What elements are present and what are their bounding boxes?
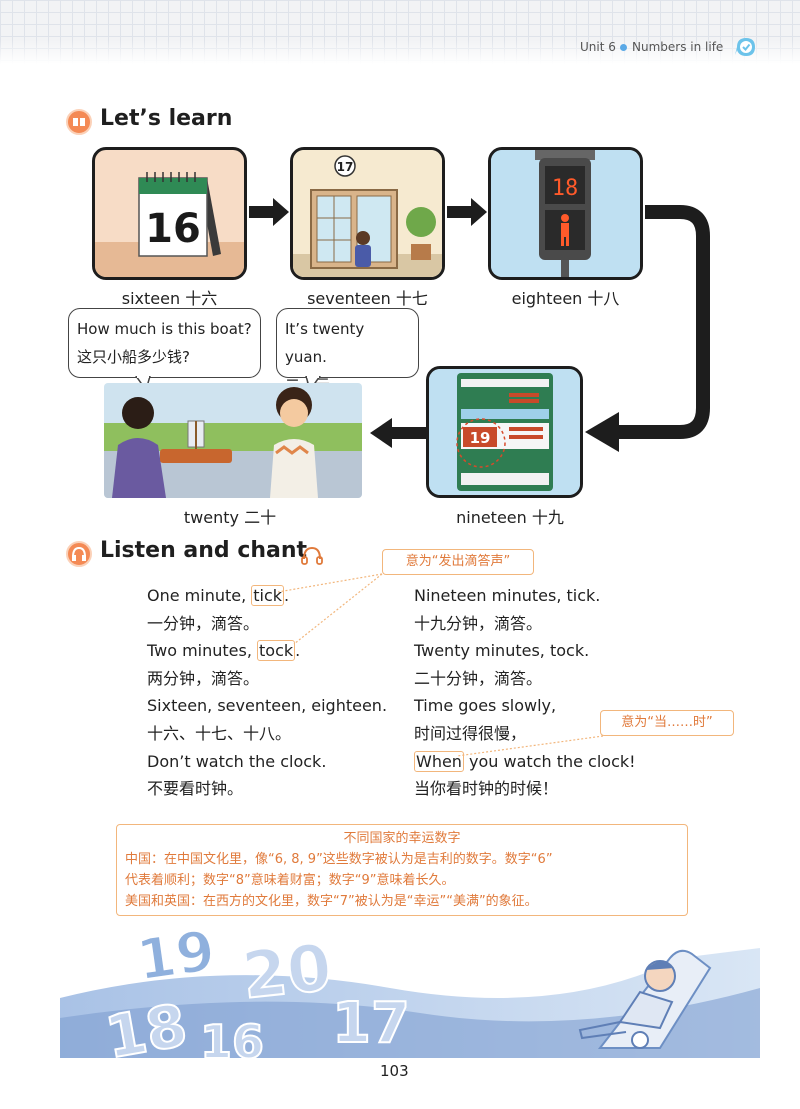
chant-line: Two minutes, tock. — [147, 640, 301, 662]
chant-left-column: One minute, tick. 一分钟，滴答。 Two minutes, t… — [147, 582, 397, 803]
page-number: 103 — [380, 1062, 409, 1080]
board-illustration: 19 — [429, 369, 580, 495]
chant-line: Don’t watch the clock. — [147, 751, 327, 771]
info-line-west: 美国和英国：在西方的文化里，数字“7”被认为是“幸运”“美满”的象征。 — [125, 894, 538, 909]
chant-line: 两分钟，滴答。 — [147, 668, 260, 688]
caption-twenty: twenty 二十 — [183, 508, 277, 527]
info-box-title: 不同国家的幸运数字 — [343, 831, 461, 846]
chant-line: One minute, tick. — [147, 585, 290, 606]
chant-line: 一分钟，滴答。 — [147, 613, 260, 633]
chant-line: Time goes slowly, — [414, 696, 557, 716]
chant-line: 十六、十七、十八。 — [147, 723, 292, 743]
panel-sixteen: 16 — [92, 147, 247, 280]
chant-line: When you watch the clock! — [414, 750, 636, 772]
chant-right-column: Nineteen minutes, tick. 十九分钟，滴答。 Twenty … — [414, 582, 674, 803]
answer-english: It’s twenty yuan. — [285, 320, 365, 366]
lucky-numbers-info-box: 不同国家的幸运数字 中国：在中国文化里，像“6, 8, 9”这些数字被认为是吉利… — [116, 824, 688, 916]
numbers-banner-illustration: 19 20 18 16 17 — [60, 918, 760, 1058]
boat-shop-illustration — [104, 383, 362, 498]
calendar-illustration: 16 — [95, 172, 244, 277]
question-english: How much is this boat? — [77, 320, 252, 338]
chant-line: 不要看时钟。 — [147, 779, 244, 799]
arrow-left-icon — [370, 418, 426, 448]
chant-line: Nineteen minutes, tick. — [414, 586, 601, 605]
banner-number-20: 20 — [239, 931, 335, 1014]
unit-topic: Numbers in life — [632, 40, 724, 54]
unit-separator-dot — [620, 44, 627, 51]
listen-chant-title: Listen and chant — [100, 538, 308, 563]
caption-eighteen: eighteen 十八 — [511, 289, 620, 308]
pedestrian-light-illustration: 18 — [491, 150, 640, 277]
unit-label: Unit 6 — [580, 40, 616, 54]
header-fade — [0, 40, 800, 64]
lets-learn-title: Let’s learn — [100, 106, 233, 131]
highlight-tick: tick — [251, 585, 285, 606]
panel-twenty — [104, 383, 362, 498]
panel-seventeen: 17 — [290, 147, 445, 280]
note-tick-meaning: 意为“发出滴答声” — [382, 549, 534, 575]
book-icon — [66, 109, 92, 135]
doorway-illustration: 17 — [293, 150, 442, 277]
banner-number-19: 19 — [133, 919, 219, 994]
chant-line: Twenty minutes, tock. — [414, 641, 590, 661]
speech-bubble-question: How much is this boat? 这只小船多少钱? — [68, 308, 261, 378]
speech-bubble-answer: It’s twenty yuan. 二十元。 — [276, 308, 419, 394]
chant-line: 时间过得很慢， — [414, 723, 527, 743]
arrow-right-icon — [249, 198, 289, 226]
note-connector-lines — [277, 573, 383, 645]
panel-nineteen: 19 — [426, 366, 583, 498]
note-connector-line — [456, 735, 604, 757]
highlight-tock: tock — [257, 640, 296, 662]
chant-line: 十九分钟，滴答。 — [414, 613, 543, 633]
panel-eighteen: 18 — [488, 147, 643, 280]
caption-nineteen: nineteen 十九 — [456, 508, 564, 527]
info-line-china-cont: 代表着顺利；数字“8”意味着财富；数字“9”意味着长久。 — [125, 873, 455, 888]
calendar-number: 16 — [145, 206, 201, 252]
headphones-icon — [66, 541, 92, 567]
clock-badge-icon — [735, 38, 755, 56]
banner-number-16: 16 — [200, 1015, 264, 1058]
audio-headphones-icon[interactable] — [300, 544, 324, 566]
banner-number-17: 17 — [332, 991, 410, 1056]
u-turn-arrow-icon — [585, 205, 710, 452]
arrow-right-icon — [447, 198, 487, 226]
chant-line: 当你看时钟的时候！ — [414, 779, 559, 799]
caption-sixteen: sixteen 十六 — [121, 289, 218, 308]
question-chinese: 这只小船多少钱? — [77, 348, 190, 366]
caption-seventeen: seventeen 十七 — [307, 289, 428, 308]
door-number: 17 — [337, 160, 354, 174]
chant-line: Sixteen, seventeen, eighteen. — [147, 696, 388, 716]
info-line-china: 中国：在中国文化里，像“6, 8, 9”这些数字被认为是吉利的数字。数字“6” — [125, 852, 553, 867]
board-number: 19 — [470, 429, 491, 447]
highlight-when: When — [414, 750, 464, 772]
chant-line: 二十分钟，滴答。 — [414, 668, 543, 688]
note-when-meaning: 意为“当……时” — [600, 710, 734, 736]
countdown-number: 18 — [552, 176, 579, 201]
